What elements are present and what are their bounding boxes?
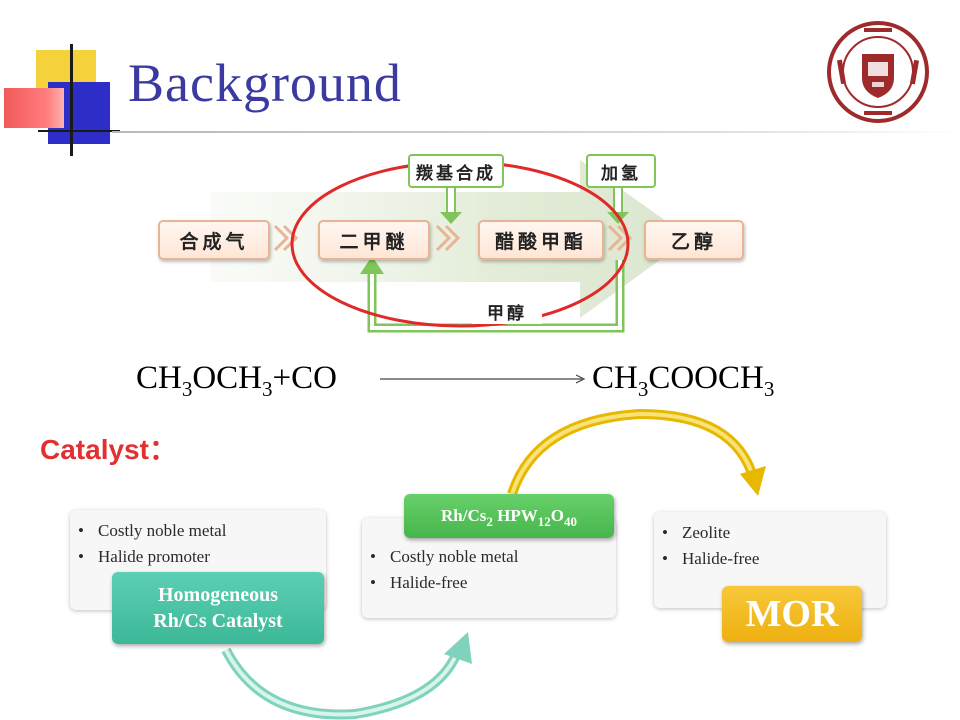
catalyst-label: Catalyst：	[40, 434, 177, 465]
process-diagram: 合成气 二甲醚 醋酸甲酯 乙醇 羰基合成 加氢 甲醇	[150, 150, 770, 340]
decor-horizontal-line	[38, 130, 120, 132]
tag1-line-2: Rh/Cs Catalyst	[153, 610, 283, 632]
tag2-formula-part-0: Rh/Cs	[441, 506, 487, 525]
equation-rhs-formula: CH3COOCH3	[592, 360, 774, 400]
flow-box-dme: 二甲醚	[318, 220, 430, 260]
decor-vertical-line	[70, 44, 73, 156]
tag2-formula-part-1: 2	[486, 514, 493, 529]
card1-bullet-2: Halide promoter	[78, 544, 326, 570]
equation-rhs-part-3: 3	[763, 377, 775, 401]
decor-red-square	[4, 88, 64, 128]
diagram-background	[210, 160, 690, 333]
equation-rhs-part-1: 3	[637, 377, 649, 401]
equation-lhs-part-3: 3	[262, 377, 273, 401]
flow-box-ethanol: 乙醇	[644, 220, 744, 260]
tag-homogeneous-catalyst: Homogeneous Rh/Cs Catalyst	[112, 572, 324, 644]
equation-rhs-part-0: CH	[592, 360, 638, 396]
tag3-text: MOR	[745, 593, 839, 635]
equation-lhs-part-4: +CO	[272, 360, 337, 396]
card1-bullet-1: Costly noble metal	[78, 518, 326, 544]
page-title: Background	[128, 53, 402, 113]
university-logo	[826, 20, 930, 124]
equation-lhs-part-2: OCH	[192, 360, 263, 396]
flow-box-methyl-acetate: 醋酸甲酯	[478, 220, 604, 260]
label-hydrogenation: 加氢	[586, 154, 656, 188]
card2-bullet-1: Costly noble metal	[370, 544, 616, 570]
tag2-formula-part-5: 40	[563, 514, 577, 529]
equation-lhs-formula: CH3OCH3+CO	[136, 360, 337, 400]
card3-bullet-2: Halide-free	[662, 546, 886, 572]
equation-rhs: CH3COOCH3	[592, 360, 774, 400]
equation-lhs-part-1: 3	[181, 377, 193, 401]
title-divider	[112, 131, 960, 133]
tag2-formula-part-2: HPW	[492, 506, 538, 525]
tag2-formula: Rh/Cs2 HPW12O40	[441, 506, 577, 529]
arrow-icon	[380, 372, 590, 386]
tag1-line-1: Homogeneous	[158, 584, 278, 606]
flow-box-syngas: 合成气	[158, 220, 270, 260]
equation-rhs-part-2: COOCH	[648, 360, 764, 396]
equation-lhs-part-0: CH	[136, 360, 182, 396]
equation-lhs: CH3OCH3+CO	[136, 360, 337, 400]
label-methanol: 甲醇	[472, 298, 542, 324]
label-carbonylation: 羰基合成	[408, 154, 504, 188]
card2-bullet-2: Halide-free	[370, 570, 616, 596]
tag-heteropoly-catalyst: Rh/Cs2 HPW12O40	[404, 494, 614, 538]
card3-bullet-1: Zeolite	[662, 520, 886, 546]
tag2-formula-part-3: 12	[537, 514, 551, 529]
tag2-formula-part-4: O	[550, 506, 564, 525]
tag-mor: MOR	[722, 586, 862, 642]
